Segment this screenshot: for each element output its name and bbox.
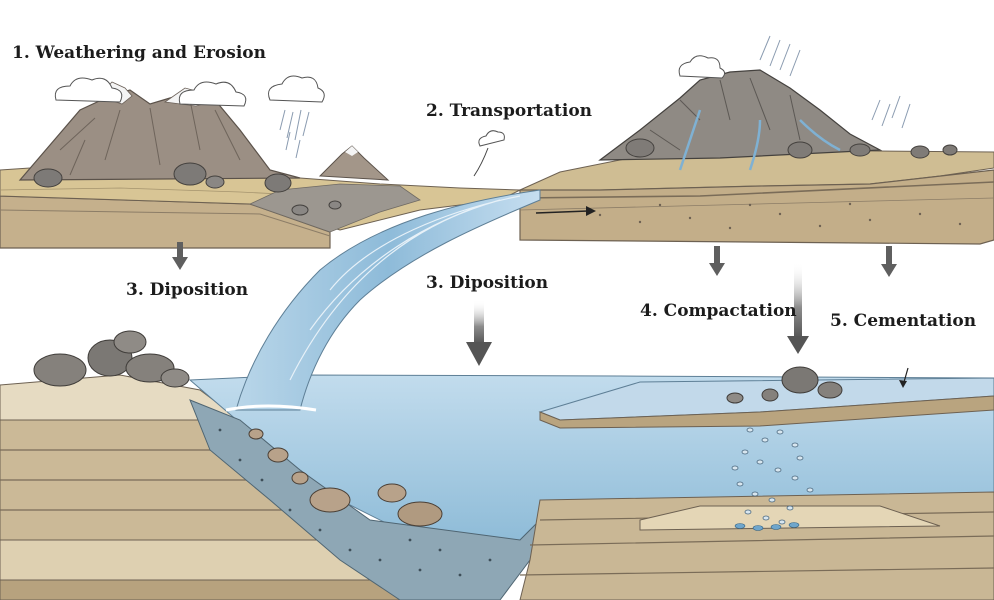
label-deposition-center: 3. Diposition [426,273,549,293]
cloud-icon [54,77,123,103]
rain-icon [759,35,911,129]
label-cementation: 5. Cementation [830,311,977,331]
upper-right-landscape-block [519,69,994,245]
cloud-icon [678,55,726,79]
down-arrow-icon [709,246,725,276]
label-compaction: 4. Compactation [640,301,797,321]
flow-arrow-icon [535,206,596,216]
label-weathering-and-erosion: 1. Weathering and Erosion [12,43,266,63]
lower-basin-block [0,330,994,600]
flow-arrow-icon [899,367,909,388]
down-arrow-icon [881,246,897,277]
label-transportation: 2. Transportation [426,101,593,121]
down-arrow-icon [466,300,492,366]
rain-icon [279,109,310,159]
river-waterfall [225,189,541,412]
down-arrow-icon [172,242,188,270]
upper-left-landscape-block [0,81,521,249]
cloud-icon [178,81,247,107]
cloud-icon [473,130,505,177]
cloud-icon [268,75,325,103]
down-arrow-icon [787,262,809,354]
label-deposition-left: 3. Diposition [126,280,249,300]
